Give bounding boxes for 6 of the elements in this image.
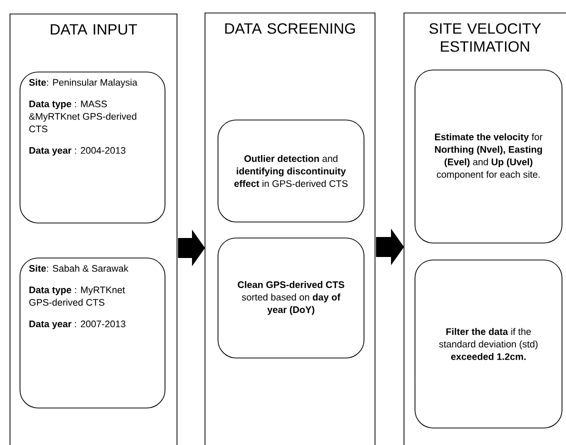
process-box: Site: Peninsular Malaysia Data type : MASS &MyRTKnet GPS-derived CTS Data year : 2004-2013 (20, 72, 166, 224)
process-box: Estimate the velocity for Northing (Nvel), Easting (Evel) and Up (Uvel) component for each site. (414, 70, 562, 244)
process-box: Site: Sabah & Sarawak Data type : MyRTKnet GPS-derived CTS Data year : 2007-2013 (20, 258, 166, 408)
process-box: Clean GPS-derived CTS sorted based on day of year (DoY) (218, 238, 364, 358)
process-box: Outlier detection and identifying discontinuity effect in GPS-derived CTS (218, 120, 364, 222)
process-box: Filter the data if the standard deviation (std) exceeded 1.2cm. (414, 260, 562, 428)
